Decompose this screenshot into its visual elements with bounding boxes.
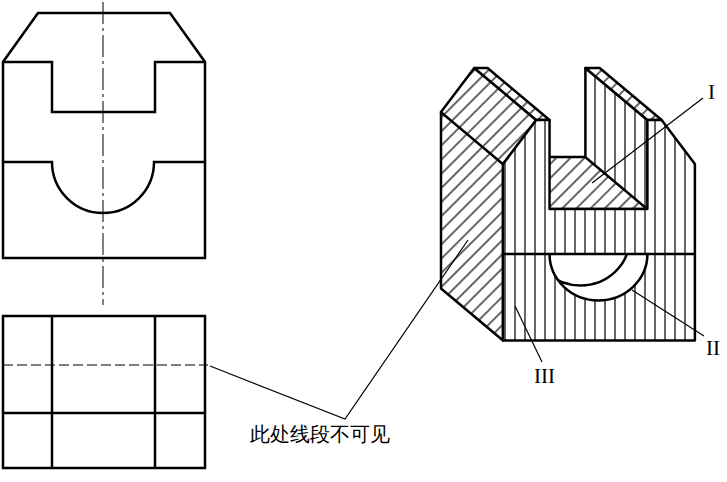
part-label: III xyxy=(534,366,555,387)
leader-lines xyxy=(210,98,704,419)
section-isometric xyxy=(441,68,695,341)
top-view xyxy=(3,316,205,468)
center-line xyxy=(103,2,104,305)
front-view xyxy=(3,13,205,258)
part-label: I xyxy=(708,82,715,103)
part-label: II xyxy=(706,338,720,359)
hidden-line xyxy=(3,364,208,365)
note-text: 此处线段不可见 xyxy=(250,424,390,444)
